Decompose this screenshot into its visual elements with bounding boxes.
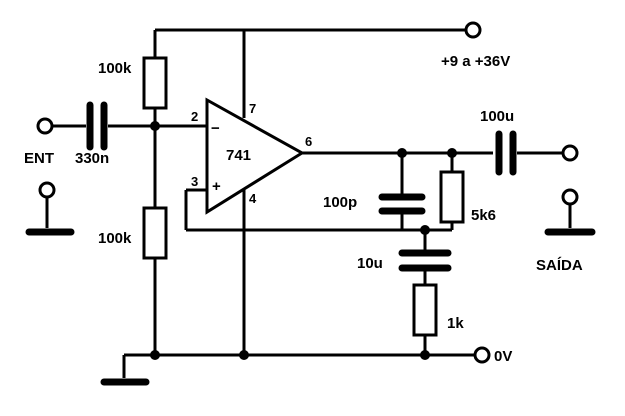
pin-7-label: 7 — [249, 101, 256, 116]
output-terminal[interactable] — [561, 144, 579, 162]
output-label: SAÍDA — [536, 257, 583, 274]
input-terminal[interactable] — [36, 117, 54, 135]
supply-terminal[interactable] — [464, 21, 482, 39]
c-out-label: 100u — [480, 108, 514, 125]
ground-dot-mid — [239, 350, 249, 360]
noninverting-sign: + — [212, 178, 221, 195]
opamp-741 — [184, 97, 452, 355]
ground-label: 0V — [494, 348, 512, 365]
pin-4-label: 4 — [249, 191, 257, 206]
pin-6-label: 6 — [305, 134, 312, 149]
supply-rail — [153, 21, 482, 118]
opamp-label: 741 — [226, 147, 251, 164]
ground-dot-right — [420, 350, 430, 360]
resistor-1k — [412, 283, 438, 337]
bias-divider — [142, 56, 168, 355]
r-top-label: 100k — [98, 60, 132, 77]
resistor-bottom — [142, 206, 168, 260]
c-fb-label: 100p — [323, 194, 357, 211]
feedback-network — [378, 148, 493, 355]
labels: +9 a +36V 0V ENT SAÍDA 741 100k 100k 330… — [24, 53, 583, 365]
inverting-sign: − — [211, 120, 220, 137]
ground-terminal[interactable] — [473, 346, 491, 364]
r-gnd-label: 1k — [447, 315, 464, 332]
output-ground-terminal[interactable] — [561, 188, 579, 206]
resistor-5k6 — [439, 170, 465, 224]
c-gnd-label: 10u — [357, 255, 383, 272]
output-section — [495, 130, 596, 236]
supply-label: +9 a +36V — [441, 53, 510, 70]
ground-rail — [100, 346, 491, 386]
resistor-top — [142, 56, 168, 110]
input-ground-terminal[interactable] — [38, 181, 56, 199]
r-fb-label: 5k6 — [471, 207, 496, 224]
opamp-triangle — [205, 97, 305, 215]
c-in-label: 330n — [75, 150, 109, 167]
pin-2-label: 2 — [191, 109, 198, 124]
r-bottom-label: 100k — [98, 230, 132, 247]
pin-3-label: 3 — [191, 174, 198, 189]
input-section — [25, 101, 208, 236]
input-label: ENT — [24, 150, 54, 167]
ground-dot-left — [150, 350, 160, 360]
